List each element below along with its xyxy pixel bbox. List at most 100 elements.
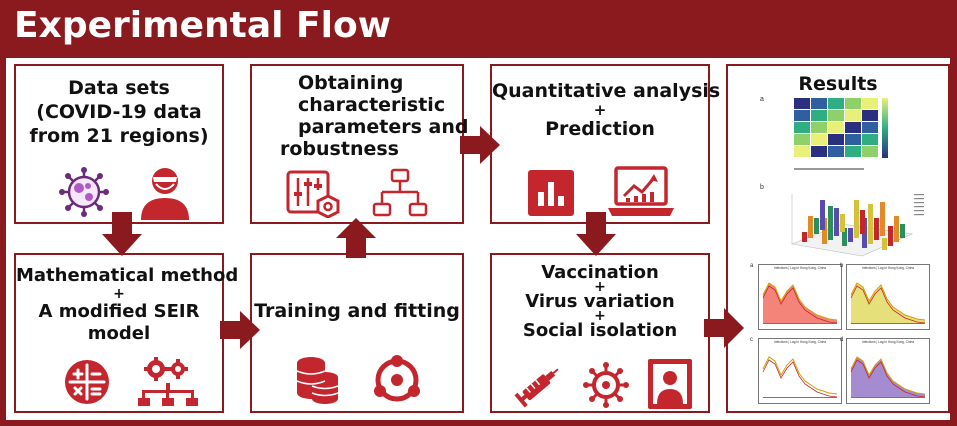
math-line-1: Mathematical method — [16, 265, 239, 286]
bar3d-bar — [880, 202, 885, 236]
arrow-math-to-training — [220, 311, 260, 349]
vacc-line-5: Social isolation — [522, 320, 678, 341]
bar3d-bar — [848, 228, 853, 242]
arrow-vacc-to-results — [704, 308, 744, 348]
person-frame-icon — [648, 359, 692, 409]
vacc-line-1: Vaccination — [541, 262, 659, 283]
mini-line — [762, 282, 838, 321]
box-math: Mathematical method + A modified SEIR mo… — [14, 253, 239, 413]
quant-line-1: Quantitative analysis — [492, 80, 721, 102]
bar3d-bar — [834, 208, 839, 236]
arrow-quant-to-vacc — [576, 212, 616, 256]
datasets-line-3: from 21 regions) — [29, 125, 209, 147]
arrow-datasets-to-math — [102, 212, 142, 256]
heatmap-cell — [845, 110, 861, 121]
heatmap-cell — [794, 110, 810, 121]
panel-a-title: Infections | Lag In Hong Kong, China — [773, 266, 827, 270]
heatmap-cell — [862, 122, 878, 133]
bar3d-bar — [802, 232, 807, 242]
heatmap-label: a — [760, 96, 764, 103]
math-label: Mathematical method + A modified SEIR mo… — [16, 265, 239, 345]
bar3d-bar — [820, 200, 825, 230]
bar3d-bar — [894, 216, 899, 242]
quant-line-2: + — [593, 101, 607, 119]
heatmap-cell — [828, 122, 844, 133]
box-results: Results a b a Infections | Lag In Hong K… — [726, 64, 950, 413]
panel-a-label: a — [750, 263, 754, 269]
panel-a-plot — [762, 282, 838, 324]
laptop-trend-icon — [608, 166, 674, 216]
panel-c-plot — [762, 356, 838, 398]
mini-line — [850, 285, 926, 324]
heatmap-cell — [811, 122, 827, 133]
box-vacc: Vaccination + Virus variation + Social i… — [490, 253, 710, 413]
heatmap-cell — [862, 110, 878, 121]
page-title: Experimental Flow — [14, 5, 391, 46]
heatmap-cell — [828, 110, 844, 121]
heatmap-cell — [811, 98, 827, 109]
bar3d-bar — [808, 216, 813, 238]
box-datasets: Data sets (COVID-19 data from 21 regions… — [14, 64, 224, 224]
heatmap-cell — [794, 134, 810, 145]
panel-d-label: d — [840, 337, 844, 343]
calculator-icon — [65, 360, 109, 404]
heatmap-cell — [845, 122, 861, 133]
datasets-line-1: Data sets — [68, 77, 170, 99]
result-panel-d: d Infections | Lag In Hong Kong, China — [840, 337, 930, 404]
obtaining-label: Obtaining characteristic parameters and … — [252, 72, 469, 160]
arrow-obtaining-to-quant — [460, 126, 500, 164]
heatmap-grid — [794, 98, 888, 170]
bar3d-bar — [868, 204, 873, 244]
heatmap-cell — [811, 134, 827, 145]
vacc-line-4: + — [594, 308, 606, 324]
heatmap-cell — [862, 134, 878, 145]
heatmap-cell — [794, 98, 810, 109]
result-panel-a: a Infections | Lag In Hong Kong, China — [750, 263, 842, 330]
results-title: Results — [798, 73, 878, 95]
panel-b-title: Infections | Lag In Hong Kong, China — [861, 266, 915, 270]
bar3d-label: b — [760, 184, 764, 191]
heatmap-cell — [862, 98, 878, 109]
heatmap-cell — [828, 98, 844, 109]
bar3d-bar — [822, 218, 827, 244]
bar3d-bar — [900, 224, 905, 238]
panel-d-plot — [850, 356, 926, 398]
quant-line-3: Prediction — [545, 118, 655, 140]
virus-variation-icon — [583, 362, 629, 408]
sliders-hex-icon — [286, 170, 340, 218]
bar3d-bar — [828, 206, 833, 240]
vacc-line-2: + — [594, 279, 606, 295]
heatmap-cell — [845, 146, 861, 157]
math-line-3: A modified SEIR — [38, 301, 200, 322]
math-line-4: model — [87, 323, 151, 344]
datasets-label: Data sets (COVID-19 data from 21 regions… — [16, 76, 222, 148]
heatmap-cell — [794, 146, 810, 157]
heatmap-cell — [828, 146, 844, 157]
result-panel-b: b Infections | Lag In Hong Kong, China — [840, 263, 930, 330]
heatmap-cell — [828, 134, 844, 145]
heatmap-cell — [845, 98, 861, 109]
bar3d-figure: b — [760, 184, 932, 262]
heatmap-cell — [811, 146, 827, 157]
panel-b-label: b — [840, 263, 844, 269]
obtaining-line-1: Obtaining — [298, 72, 404, 94]
panel-b-plot — [850, 282, 926, 324]
mini-line — [762, 285, 838, 324]
heatmap-cell — [845, 134, 861, 145]
patient-icon — [141, 168, 189, 220]
obtaining-line-3: parameters and — [298, 116, 469, 138]
header-bar: Experimental Flow — [0, 0, 957, 58]
mini-line — [762, 356, 838, 395]
bar3d-bar — [842, 228, 847, 246]
panel-c-label: c — [750, 337, 753, 343]
bar3d-bar — [854, 200, 859, 238]
bar3d-bar — [840, 214, 845, 232]
heatmap-cell — [794, 122, 810, 133]
panel-d-title: Infections | Lag In Hong Kong, China — [861, 340, 915, 344]
bar-chart-icon — [528, 170, 574, 216]
heatmap-cell — [811, 110, 827, 121]
bar3d-bar — [860, 210, 865, 234]
flowchart-icon — [372, 168, 428, 217]
training-label: Training and fitting — [252, 299, 462, 323]
vacc-line-3: Virus variation — [525, 291, 675, 312]
